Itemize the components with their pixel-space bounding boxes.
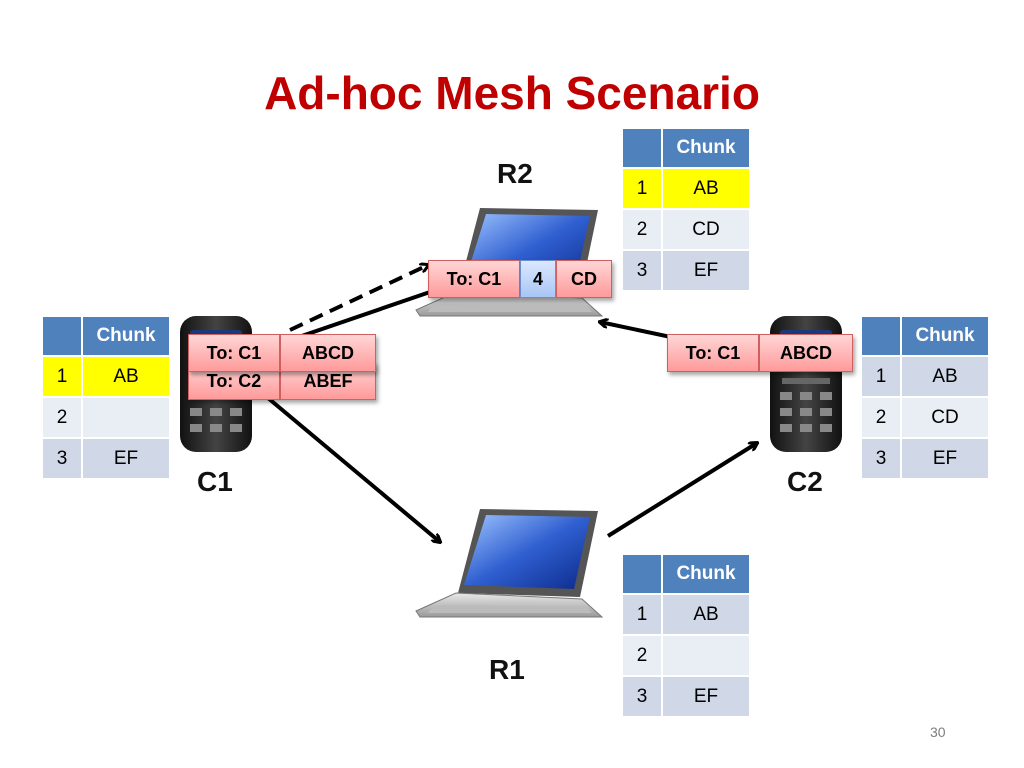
packet-destination: To: C1: [428, 260, 520, 298]
row-index: 3: [623, 251, 661, 290]
node-label-r2: R2: [497, 158, 533, 189]
packet-destination: To: C1: [667, 334, 759, 372]
packet-payload: CD: [556, 260, 612, 298]
table-header: Chunk: [83, 317, 169, 355]
table-corner: [43, 317, 81, 355]
row-value: AB: [663, 595, 749, 634]
page-number: 30: [930, 724, 946, 740]
arrow-c1-to-r2-dashed: [289, 265, 428, 332]
laptop-r1-icon: [415, 509, 604, 618]
packet-payload: ABCD: [280, 334, 376, 372]
row-index: 1: [43, 357, 81, 396]
table-corner: [623, 555, 661, 593]
row-index: 2: [623, 210, 661, 249]
row-value: EF: [902, 439, 988, 478]
packet-c2: To: C1 ABCD: [667, 334, 853, 372]
arrow-c1-to-r2: [289, 290, 431, 342]
table-corner: [862, 317, 900, 355]
slide-title: Ad-hoc Mesh Scenario: [264, 67, 760, 119]
table-corner: [623, 129, 661, 167]
row-value: EF: [663, 677, 749, 716]
row-value: AB: [902, 357, 988, 396]
row-index: 1: [623, 169, 661, 208]
row-index: 3: [43, 439, 81, 478]
row-index: 3: [862, 439, 900, 478]
packet-payload: ABCD: [759, 334, 853, 372]
packet-r2: To: C1 4 CD: [428, 260, 612, 298]
packet-sequence: 4: [520, 260, 556, 298]
arrow-c1-to-r1: [266, 396, 440, 542]
row-value: EF: [83, 439, 169, 478]
table-header: Chunk: [663, 129, 749, 167]
table-header: Chunk: [663, 555, 749, 593]
packet-destination: To: C1: [188, 334, 280, 372]
row-value: EF: [663, 251, 749, 290]
row-index: 1: [862, 357, 900, 396]
row-value: [83, 398, 169, 437]
row-index: 2: [623, 636, 661, 675]
packet-c1-front: To: C1 ABCD: [188, 334, 376, 372]
row-value: CD: [663, 210, 749, 249]
row-index: 1: [623, 595, 661, 634]
arrow-r1-to-c2: [606, 443, 757, 538]
table-header: Chunk: [902, 317, 988, 355]
row-index: 3: [623, 677, 661, 716]
row-value: [663, 636, 749, 675]
node-label-c1: C1: [197, 466, 233, 497]
node-label-r1: R1: [489, 654, 525, 685]
row-value: CD: [902, 398, 988, 437]
row-index: 2: [862, 398, 900, 437]
node-label-c2: C2: [787, 466, 823, 497]
row-index: 2: [43, 398, 81, 437]
row-value: AB: [83, 357, 169, 396]
row-value: AB: [663, 169, 749, 208]
